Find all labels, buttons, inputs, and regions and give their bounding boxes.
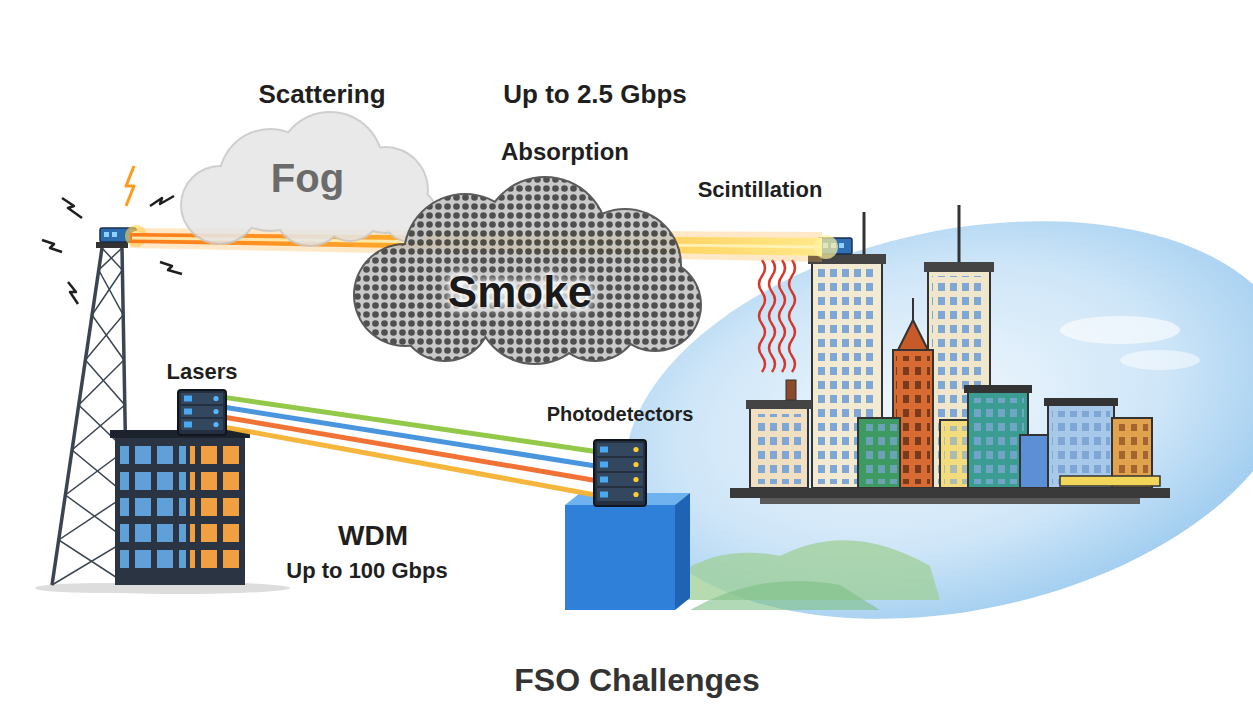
- receiver-pedestal: [675, 493, 690, 610]
- city-skyline: [1020, 435, 1048, 488]
- signal-sparks: [42, 240, 62, 252]
- city-skyline: [750, 408, 808, 488]
- signal-sparks: [126, 166, 134, 206]
- wdm-beam: [226, 417, 594, 480]
- data-rate: Up to 2.5 Gbps: [503, 80, 686, 110]
- city-skyline: [760, 498, 1140, 504]
- fog-cloud-shape: [180, 111, 438, 247]
- diagram-caption: FSO Challenges: [514, 662, 759, 699]
- city-skyline: [786, 380, 796, 400]
- rack-unit: [597, 458, 643, 471]
- laser-rack: Lasers: [178, 390, 226, 435]
- sky-backdrop: [690, 581, 880, 610]
- sky-backdrop: [1120, 350, 1200, 370]
- city-skyline: [858, 418, 900, 488]
- scintillation-waves: [759, 260, 795, 372]
- signal-sparks: [68, 282, 78, 304]
- scintillation-waves: [779, 260, 785, 372]
- fog-cloud: Fog: [170, 110, 445, 245]
- transmission-tower: [96, 242, 128, 248]
- transmission-tower: [52, 248, 102, 585]
- transmitter-building: [115, 435, 245, 585]
- scintillation-waves: [789, 260, 795, 372]
- city-skyline: [964, 385, 1032, 393]
- photodetector-rack-outline: [594, 440, 646, 506]
- rack-unit: [597, 473, 643, 486]
- city-skyline: [730, 488, 1170, 498]
- city-skyline: [861, 424, 897, 484]
- receiver-terminal: [839, 243, 844, 248]
- city-skyline: [1060, 476, 1160, 486]
- smoke-cloud-shape: [353, 176, 702, 365]
- city-skyline: [754, 414, 804, 484]
- rack-unit: [181, 406, 223, 417]
- effect-label: Scattering: [258, 80, 385, 110]
- city-skyline: [896, 356, 930, 484]
- city-skyline: [912, 298, 914, 320]
- laser-rack-outline: [178, 390, 226, 435]
- transmission-tower: [112, 232, 117, 237]
- signal-sparks: [160, 262, 182, 274]
- transmitter-building: [70, 430, 290, 594]
- transmitter-building: [190, 445, 240, 575]
- transmission-tower: [104, 232, 109, 237]
- receiver-pedestal: [565, 505, 675, 610]
- receiver-pedestal: [565, 493, 690, 610]
- rack-unit: [597, 488, 643, 501]
- city-skyline: [746, 400, 812, 409]
- scintillation-waves: [769, 260, 775, 372]
- photodetector-rack: Photodetectors: [594, 440, 646, 506]
- city-skyline: [1052, 411, 1110, 484]
- smoke-cloud: Smoke: [335, 175, 705, 365]
- technique-label: WDM: [338, 520, 408, 552]
- scintillation-waves: [759, 260, 765, 372]
- city-skyline: [924, 262, 994, 272]
- sky-backdrop: [1060, 316, 1180, 344]
- wdm-beam: [226, 427, 594, 494]
- rack-label: Photodetectors: [547, 403, 694, 426]
- rack-body: [594, 440, 646, 506]
- rack-unit: [597, 443, 643, 456]
- rack-body: [178, 390, 226, 435]
- city-skyline: [863, 212, 866, 254]
- transmitter-building: [120, 445, 186, 575]
- rack-unit: [181, 419, 223, 430]
- fso-beam: [814, 235, 838, 259]
- signal-sparks: [62, 198, 82, 218]
- city-skyline: [898, 320, 928, 350]
- city-skyline: [958, 205, 961, 262]
- signal-sparks: [150, 196, 174, 206]
- wdm-link: [226, 398, 594, 495]
- cloud-label: Smoke: [448, 267, 592, 318]
- city-skyline: [1044, 398, 1118, 406]
- city-skyline: [972, 398, 1024, 484]
- cloud-label: Fog: [271, 155, 344, 201]
- effect-label: Scintillation: [698, 177, 823, 202]
- city-skyline: [1116, 424, 1148, 484]
- effect-label: Absorption: [501, 138, 629, 166]
- rack-unit: [181, 393, 223, 404]
- data-rate: Up to 100 Gbps: [286, 558, 447, 583]
- rack-label: Lasers: [167, 359, 238, 384]
